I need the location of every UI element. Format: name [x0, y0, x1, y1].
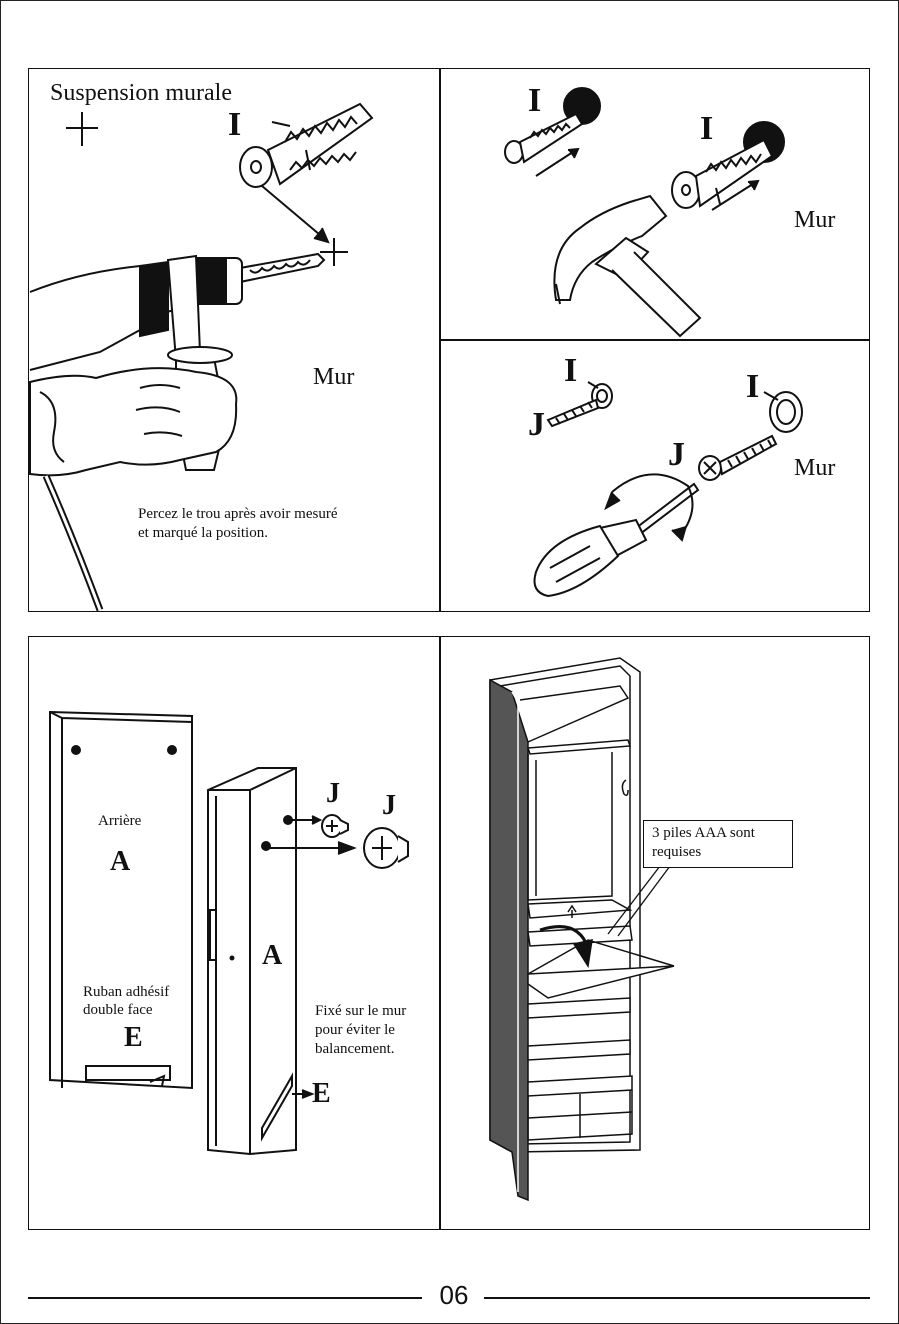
cabinet-icon — [490, 658, 674, 1200]
footer-line-right — [484, 1297, 870, 1299]
footer-line-left — [28, 1297, 422, 1299]
page-number: 06 — [428, 1280, 480, 1311]
battery-line1: 3 piles AAA sont — [652, 824, 784, 843]
battery-callout: 3 piles AAA sont requises — [643, 820, 793, 868]
battery-line2: requises — [652, 843, 784, 862]
